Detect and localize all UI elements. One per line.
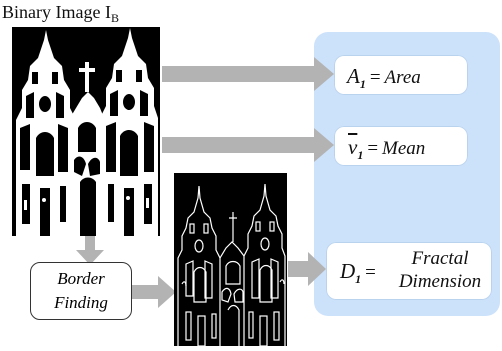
title-text: Binary Image I [2, 2, 111, 22]
border-finding-line1: Border [57, 269, 105, 288]
border-finding-box: Border Finding [30, 262, 132, 320]
fractal-label-line1: Fractal [411, 248, 469, 269]
fractal-symbol: D [340, 259, 356, 283]
mean-symbol: ν [348, 135, 358, 159]
arrow-to-border-image [132, 276, 176, 308]
mean-label: Mean [382, 138, 426, 159]
fractal-label-line2: Dimension [398, 271, 482, 292]
arrows [76, 57, 334, 308]
arrow-to-fractal [288, 252, 326, 286]
arrow-to-area [162, 57, 334, 91]
title-subscript: B [110, 11, 119, 25]
area-equation: A1=Area [347, 64, 421, 92]
area-box: A1=Area [334, 55, 468, 95]
mean-equals: = [367, 138, 379, 159]
arrow-to-mean [162, 128, 334, 162]
arrow-to-border-finding [76, 236, 104, 265]
area-equals: = [369, 67, 381, 88]
fractal-equation: D1= [340, 259, 380, 287]
area-symbol: A [347, 64, 360, 88]
border-finding-line2: Finding [54, 293, 108, 312]
binary-image-title: Binary Image IB [2, 1, 119, 29]
fractal-box: D1= Fractal Dimension [326, 242, 492, 300]
fractal-equals: = [365, 262, 376, 283]
area-subscript: 1 [359, 77, 366, 91]
fractal-label: Fractal Dimension [394, 247, 486, 293]
mean-subscript: 1 [357, 148, 364, 162]
binary-image [12, 27, 160, 236]
mean-equation: ν1=Mean [348, 135, 425, 163]
area-label: Area [384, 67, 421, 88]
border-image [174, 173, 287, 346]
mean-box: ν1=Mean [334, 126, 468, 166]
fractal-subscript: 1 [355, 272, 362, 286]
